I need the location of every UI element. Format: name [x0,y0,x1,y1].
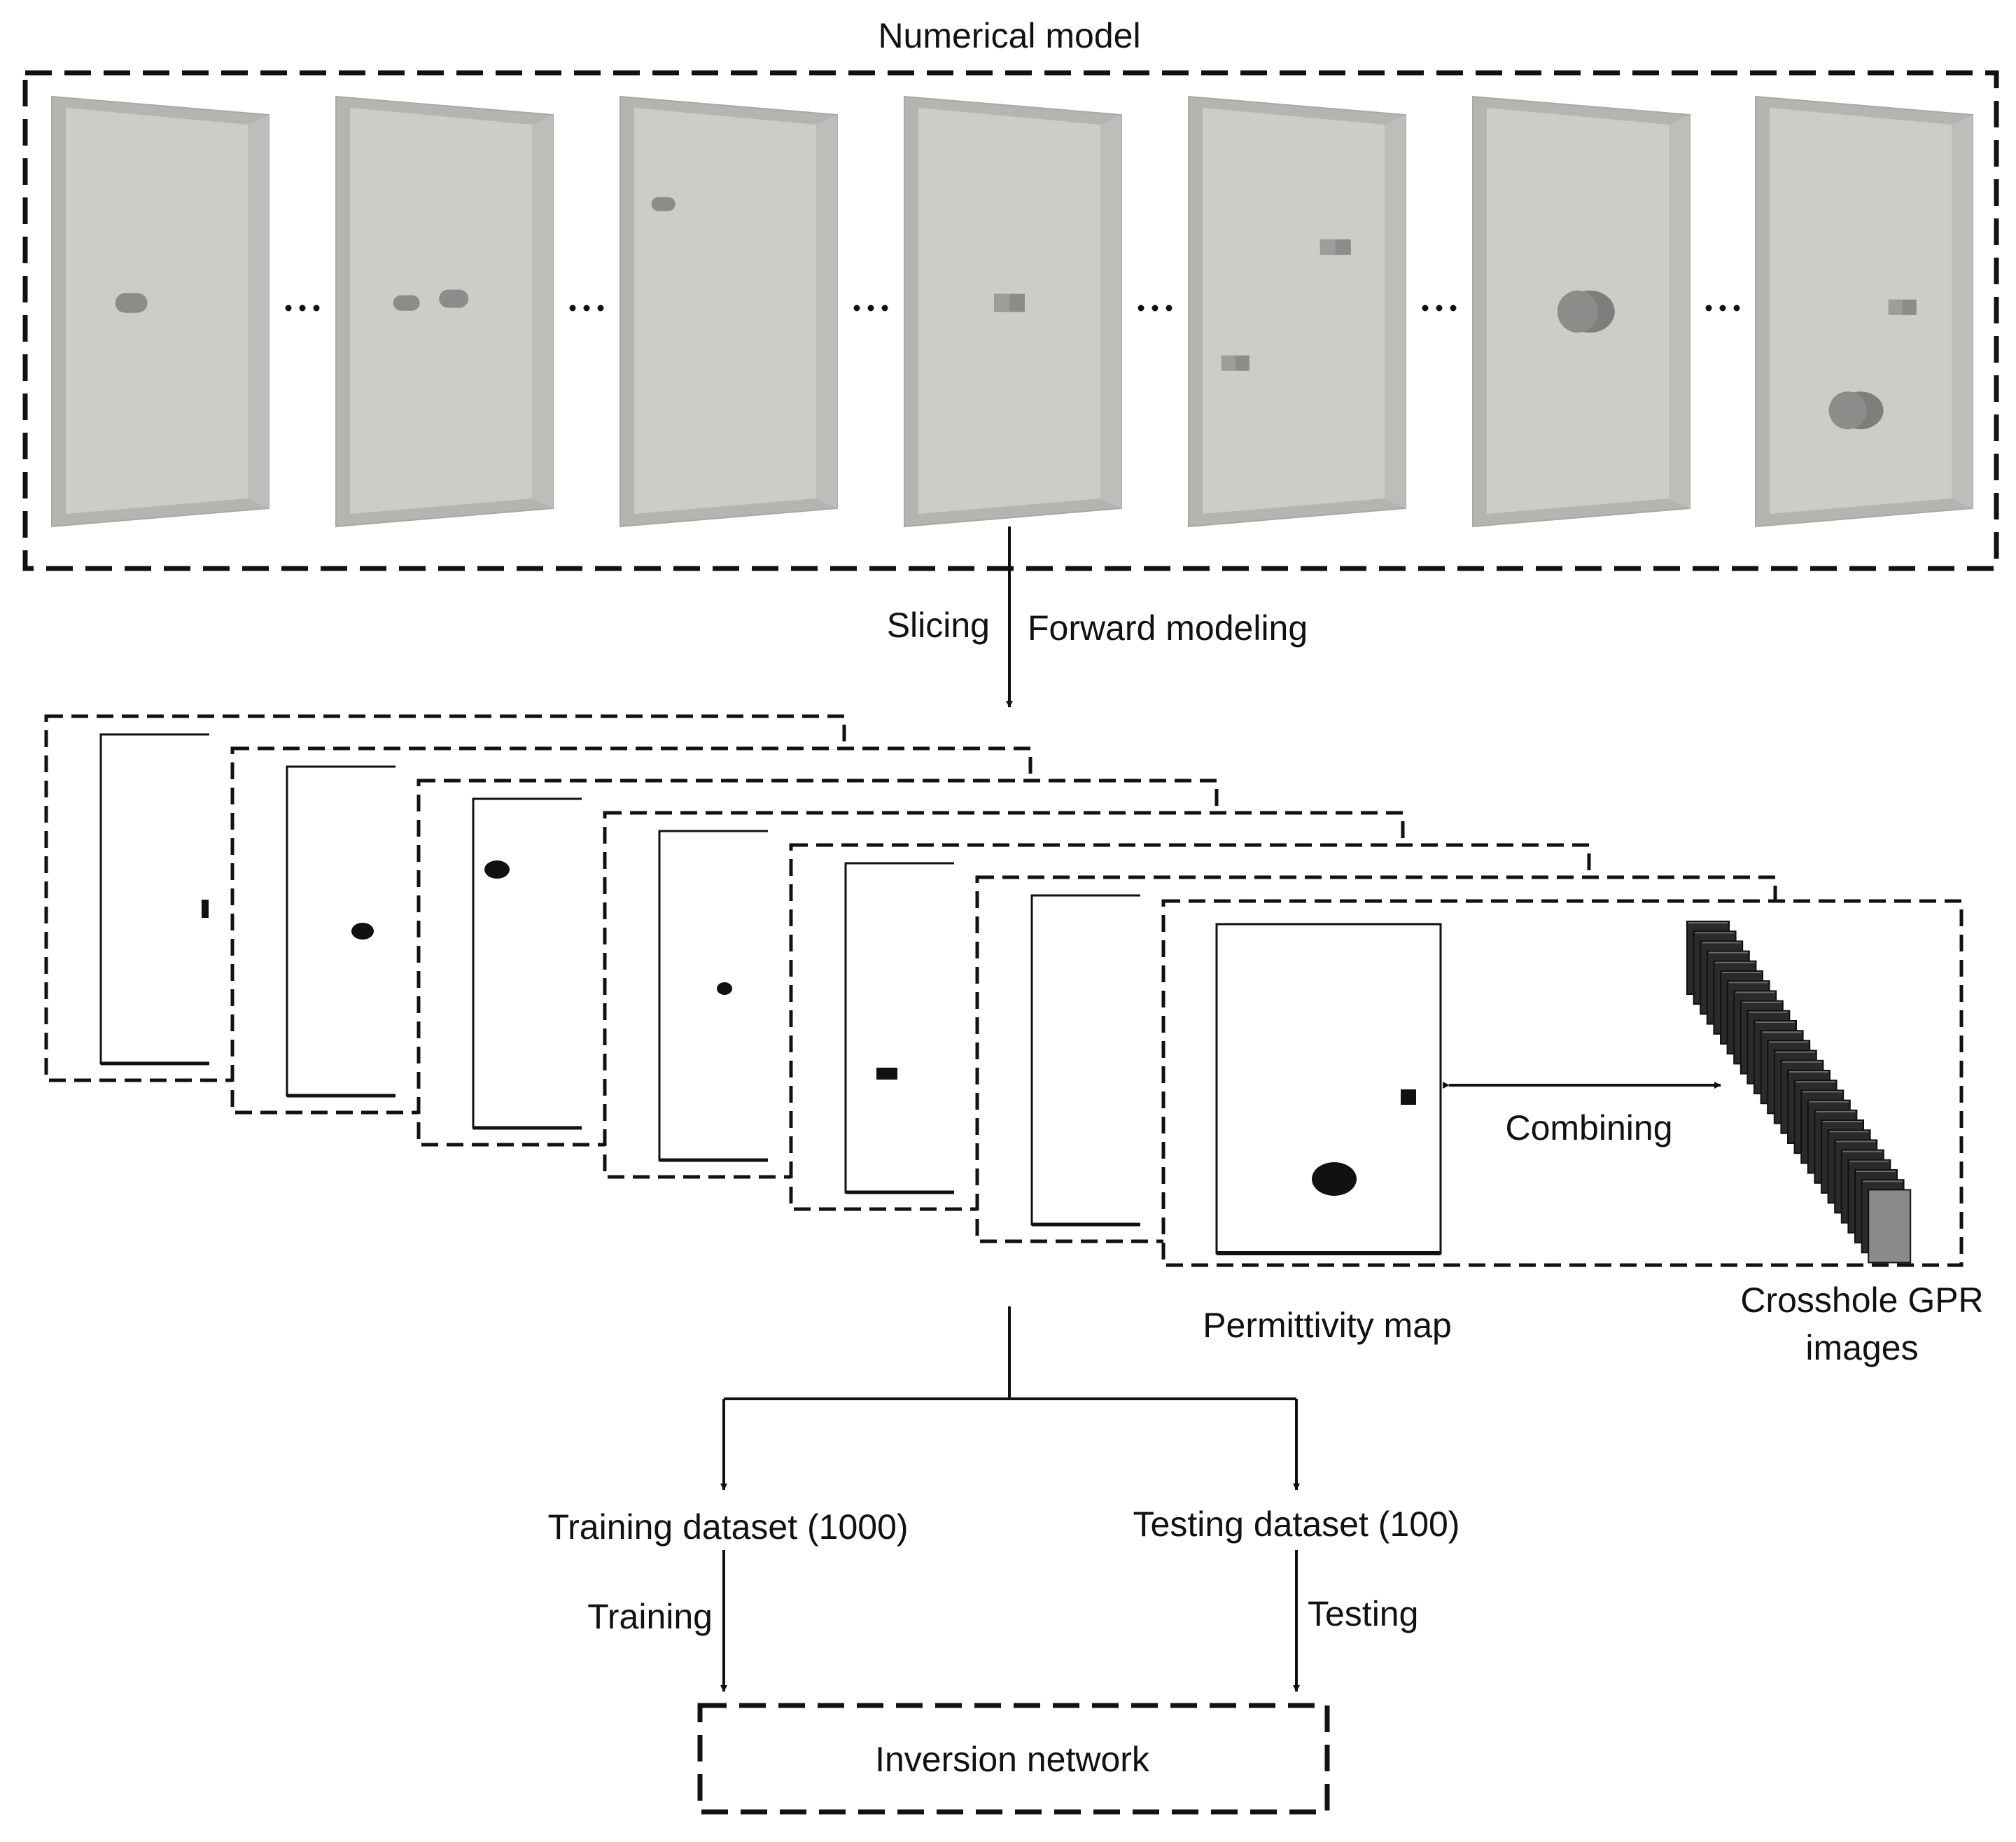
inclusion-block-side [1221,355,1236,371]
model-panel [335,95,554,528]
gpr-image-stack [1686,921,1912,1264]
ellipsis-dot [583,305,590,312]
slice-anomaly [876,1068,897,1080]
testing-dataset-label: Testing dataset (100) [1133,1505,1460,1544]
inclusion-capsule [651,197,676,211]
ellipsis-dot [569,305,576,312]
permittivity-square-anomaly [1401,1089,1416,1105]
ellipsis-dot [881,305,888,312]
inclusion-block-side [1320,239,1336,255]
permittivity-map [1215,923,1442,1255]
ellipsis-dot [1138,305,1144,312]
ellipsis-dot [1705,305,1712,312]
gpr-image [1868,1189,1912,1264]
ellipsis-dot [1422,305,1429,312]
panel-face [350,108,532,514]
ellipsis-dot [1450,305,1457,312]
permittivity-circle-anomaly [1312,1162,1357,1196]
gpr-label-line2: images [1805,1328,1918,1367]
inclusion-capsule [115,293,148,313]
panel-face [66,108,248,514]
inclusion-capsule [439,289,469,308]
panel-edge [532,115,553,508]
model-panel [1755,95,1973,528]
forward-modeling-label: Forward modeling [1028,608,1308,648]
numerical-model-title: Numerical model [878,16,1140,55]
model-panel [1188,95,1406,528]
ellipsis-dot [1166,305,1172,312]
training-label: Training [587,1597,713,1636]
slice-anomaly [202,900,209,918]
ellipsis-dot [1719,305,1726,312]
panel-edge [248,115,269,508]
ellipsis-dot [299,305,306,312]
model-panel [51,95,270,528]
panel-edge [1952,115,1973,508]
panel-face [1203,108,1385,514]
inversion-network-label: Inversion network [875,1740,1150,1779]
permittivity-map-label: Permittivity map [1203,1306,1452,1345]
gpr-label-line1: Crosshole GPR [1740,1281,1983,1320]
slice-anomaly [484,860,510,879]
slice-anomaly [351,923,374,940]
ellipsis-dot [867,305,874,312]
model-panel [1472,95,1690,528]
panel-face [634,108,816,514]
ellipsis-dot [1733,305,1740,312]
ellipsis-dot [285,305,292,312]
panel-edge [1385,115,1406,508]
inclusion-cylinder-cap [1828,391,1867,430]
inclusion-cylinder-cap [1557,291,1598,333]
model-panel [620,95,838,528]
ellipsis-dot [853,305,860,312]
panel-edge [1100,115,1121,508]
testing-label: Testing [1308,1594,1418,1633]
training-dataset-label: Training dataset (1000) [547,1507,908,1547]
ellipsis-dot [1152,305,1158,312]
slicing-label: Slicing [887,606,990,645]
slice-anomaly [717,982,732,995]
panel-edge [1669,115,1690,508]
inclusion-block-side [1888,299,1903,315]
model-panel [904,95,1122,528]
inclusion-capsule [393,295,420,311]
combining-label: Combining [1505,1108,1672,1147]
inversion-network-box [697,1703,1330,1815]
model-panels [51,95,1973,528]
front-slice: Combining [1161,899,1963,1267]
inclusion-block-side [994,293,1009,312]
panel-face [1770,108,1952,514]
ellipsis-dot [597,305,604,312]
ellipsis-dot [1436,305,1443,312]
panel-edge [816,115,837,508]
ellipsis-dot [313,305,320,312]
